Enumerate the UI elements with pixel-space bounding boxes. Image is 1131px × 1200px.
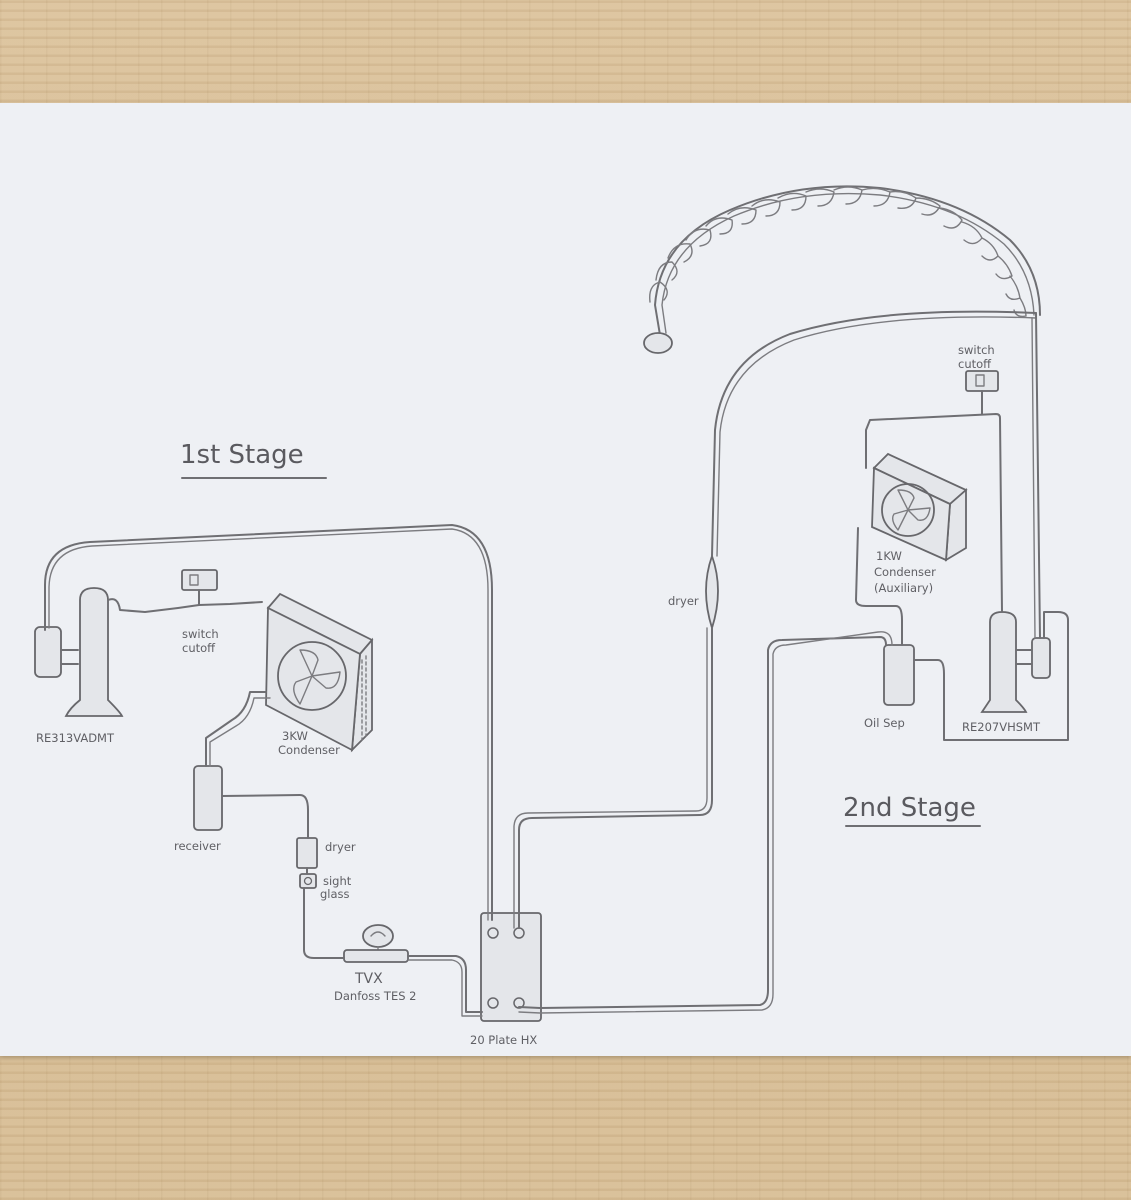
stage2-oil-sep-label: Oil Sep (864, 716, 905, 730)
stage2-condenser-fan-blades (891, 489, 931, 531)
hx-label: 20 Plate HX (470, 1033, 537, 1047)
stage1-sight-glass: sight glass (299, 873, 352, 901)
stage1-sight-label-2: glass (320, 887, 350, 901)
stage1-tvx-to-hx (407, 955, 483, 1013)
stage2-evaporator-coil (643, 185, 1041, 354)
stage1-tvx-body (343, 949, 409, 963)
stage2-switch-label-1: switch (958, 343, 995, 357)
stage1-receiver-to-dryer (221, 794, 309, 839)
stage1-condenser-label-1: 3KW (282, 729, 308, 743)
stage1-receiver: receiver (174, 765, 223, 853)
stage2-oil-separator: Oil Sep (864, 644, 915, 730)
stage2-condenser-label-1: 1KW (876, 549, 902, 563)
stage1-condenser-label-2: Condenser (278, 743, 340, 757)
stage1-condenser-face (265, 606, 361, 752)
coil-loops (649, 186, 1027, 318)
stage1-expansion-valve: TVX Danfoss TES 2 (334, 924, 416, 1003)
stage2-piping (513, 310, 1069, 1014)
stage2-riser-to-coil (711, 310, 1037, 557)
stage2-condenser: 1KW Condenser (Auxiliary) (871, 452, 968, 595)
stage2-compressor: RE207VHSMT (962, 611, 1051, 734)
stage2-compressor-label: RE207VHSMT (962, 720, 1041, 734)
stage2-suction-return-b (1031, 317, 1036, 639)
stage2-switch-window (975, 374, 985, 387)
stage2-compressor-bracket (1015, 649, 1033, 665)
stage1-condenser-fan-ring (277, 641, 347, 711)
stage2-hx-to-dryer-b (513, 627, 708, 929)
stage2-discharge-to-condenser (865, 413, 1003, 613)
stage1-tvx-to-hx-b (407, 959, 483, 1017)
stage1-condenser-to-receiver-b (209, 697, 271, 767)
stage1-switch-cutoff: switch cutoff (181, 569, 219, 655)
stage1-tvx-model: Danfoss TES 2 (334, 989, 416, 1003)
stage1-compressor: RE313VADMT (34, 587, 124, 745)
coil-core-tube (654, 185, 1041, 336)
stage1-piping (44, 524, 493, 1017)
stage1-tvx-bulb (362, 924, 394, 948)
stage2-hx-to-dryer (518, 627, 713, 929)
stage1-condenser-fins (361, 655, 367, 741)
stage2-hx-to-oilsep-b (518, 631, 893, 1014)
stage1-discharge-line (107, 598, 263, 613)
hx-port-top-left (487, 927, 499, 939)
stage1-switch-label-2: cutoff (182, 641, 216, 655)
stage2-title: 2nd Stage (843, 793, 976, 823)
stage1-receiver-tank (193, 765, 223, 831)
stage2-dryer: dryer (668, 553, 719, 631)
stage1-dryer-label: dryer (325, 840, 356, 854)
stage1-compressor-accumulator (34, 626, 62, 678)
stage2-oil-sep-tank (883, 644, 915, 706)
stage1-compressor-bracket (60, 649, 79, 665)
stage1-suction-line-b (48, 528, 489, 921)
stage1-switch-label-1: switch (182, 627, 219, 641)
hx-body (480, 912, 542, 1022)
stage2-switch-label-2: cutoff (958, 357, 992, 371)
stage1-title: 1st Stage (180, 440, 304, 470)
stage2-condenser-fan-ring (881, 483, 935, 537)
stage2-hx-to-oilsep (518, 636, 887, 1009)
stage1-suction-line (44, 524, 493, 921)
stage2-dryer-label: dryer (668, 594, 699, 608)
stage2-condenser-to-oilsep (855, 527, 903, 646)
stage1-sight-label-1: sight (323, 874, 352, 888)
stage2-condenser-label-3: (Auxiliary) (874, 581, 933, 595)
coil-end-cap (643, 332, 673, 354)
stage2-condenser-label-2: Condenser (874, 565, 936, 579)
stage1-receiver-label: receiver (174, 839, 221, 853)
stage1-switch-box (181, 569, 218, 591)
stage1-dryer: dryer (296, 837, 356, 869)
stage2-title-group: 2nd Stage (843, 793, 981, 827)
stage2-switch-cutoff: switch cutoff (958, 343, 999, 392)
stage1-compressor-label: RE313VADMT (36, 731, 115, 745)
stage2-switch-box (965, 370, 999, 392)
stage1-sight-glass-window (303, 876, 313, 886)
stage2-compressor-accumulator (1031, 637, 1051, 679)
stage2-suction-return (1035, 312, 1041, 639)
stage2-oilsep-to-compressor (913, 611, 1069, 741)
stage1-switch-window (189, 574, 199, 586)
stage1-dryer-body (296, 837, 318, 869)
stage1-sight-glass-body (299, 873, 317, 889)
stage1-condenser-fan-blades (293, 649, 341, 705)
hx-port-bottom-left (487, 997, 499, 1009)
stage1-tvx-label: TVX (354, 971, 383, 987)
stage1-title-group: 1st Stage (180, 440, 327, 479)
stage1-condenser: 3KW Condenser (265, 592, 374, 757)
stage2-riser-to-coil-b (716, 316, 1037, 557)
stage2-dryer-body (705, 553, 719, 631)
plate-heat-exchanger: 20 Plate HX (470, 912, 542, 1047)
stage1-condenser-to-receiver (205, 691, 267, 767)
stage1-sight-to-tvx (303, 887, 345, 959)
stage2-compressor-body (980, 611, 1028, 713)
stage1-compressor-body (64, 587, 124, 717)
